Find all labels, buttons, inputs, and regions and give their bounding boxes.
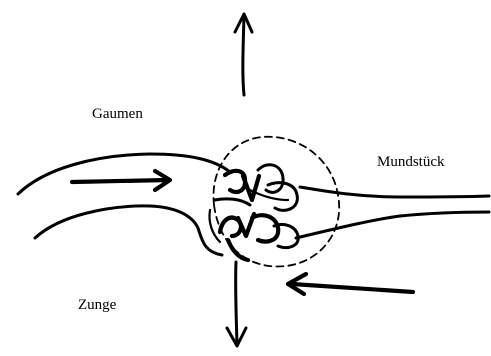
palate-line bbox=[18, 154, 230, 194]
label-gaumen: Gaumen bbox=[92, 106, 143, 123]
tongue-line bbox=[35, 206, 222, 255]
arrow-right bbox=[72, 171, 170, 190]
mouthpiece-top bbox=[300, 187, 489, 197]
label-zunge: Zunge bbox=[78, 297, 116, 314]
central-tangle bbox=[209, 165, 298, 260]
arrow-up bbox=[235, 14, 252, 95]
arrow-left bbox=[288, 274, 413, 294]
arrow-down bbox=[227, 262, 246, 346]
label-mundstueck: Mundstück bbox=[377, 154, 445, 171]
mouthpiece-bottom bbox=[296, 212, 489, 238]
